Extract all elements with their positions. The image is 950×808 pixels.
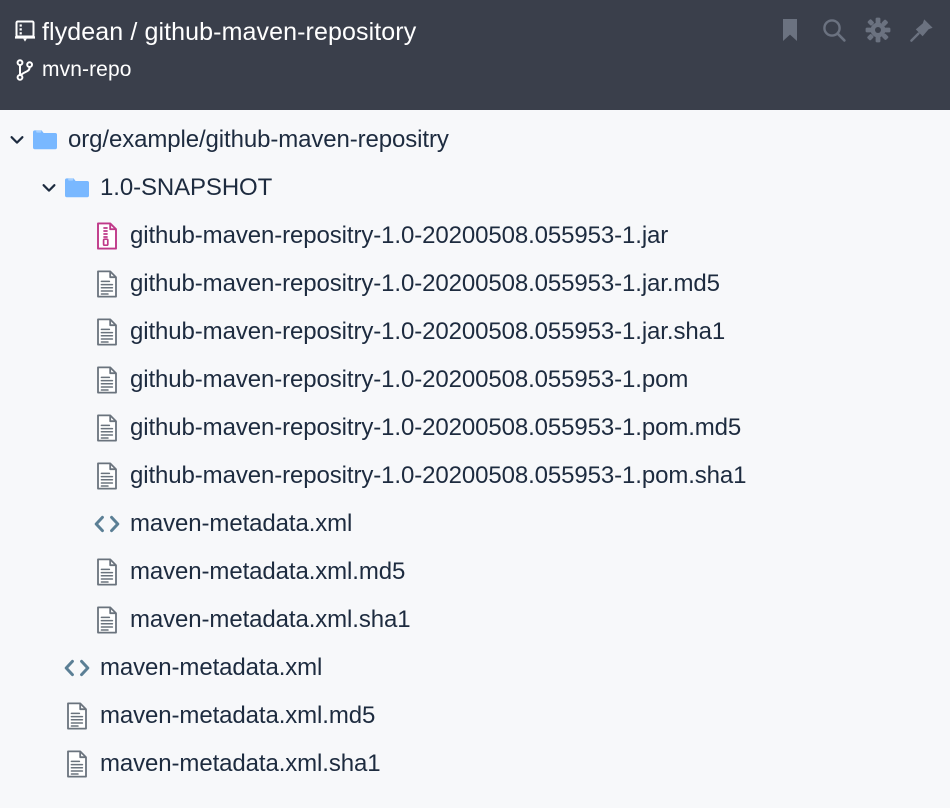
repository-header: flydean / github-maven-repository mvn-re… <box>0 0 950 110</box>
tree-file-label[interactable]: maven-metadata.xml.md5 <box>100 702 376 729</box>
pin-icon[interactable] <box>908 16 936 44</box>
document-file-icon <box>92 557 122 587</box>
branch-row: mvn-repo <box>0 52 950 88</box>
code-file-icon <box>92 509 122 539</box>
tree-file-label[interactable]: github-maven-repositry-1.0-20200508.0559… <box>130 414 742 441</box>
tree-file-label[interactable]: maven-metadata.xml <box>100 654 323 681</box>
git-branch-icon <box>8 58 42 82</box>
chevron-down-icon[interactable] <box>36 175 62 201</box>
tree-row-spacer <box>66 511 92 537</box>
document-file-icon <box>92 317 122 347</box>
document-file-icon <box>92 461 122 491</box>
tree-row-spacer <box>66 415 92 441</box>
folder-icon <box>62 173 92 203</box>
tree-file-label[interactable]: github-maven-repositry-1.0-20200508.0559… <box>130 366 689 393</box>
code-file-icon <box>62 653 92 683</box>
tree-row[interactable]: maven-metadata.xml <box>0 500 950 548</box>
tree-row[interactable]: org/example/github-maven-repositry <box>0 116 950 164</box>
tree-row-spacer <box>36 655 62 681</box>
tree-row-spacer <box>36 751 62 777</box>
tree-file-label[interactable]: maven-metadata.xml.md5 <box>130 558 406 585</box>
search-icon[interactable] <box>820 16 848 44</box>
document-file-icon <box>92 269 122 299</box>
tree-row-spacer <box>66 463 92 489</box>
document-file-icon <box>92 605 122 635</box>
tree-row-spacer <box>66 607 92 633</box>
document-file-icon <box>62 701 92 731</box>
tree-row-spacer <box>66 319 92 345</box>
header-actions <box>776 16 936 44</box>
tree-row[interactable]: 1.0-SNAPSHOT <box>0 164 950 212</box>
tree-row[interactable]: maven-metadata.xml.md5 <box>0 692 950 740</box>
tree-row[interactable]: github-maven-repositry-1.0-20200508.0559… <box>0 260 950 308</box>
folder-icon <box>30 125 60 155</box>
gear-icon[interactable] <box>864 16 892 44</box>
tree-file-label[interactable]: github-maven-repositry-1.0-20200508.0559… <box>130 270 720 297</box>
tree-row[interactable]: github-maven-repositry-1.0-20200508.0559… <box>0 356 950 404</box>
tree-row[interactable]: github-maven-repositry-1.0-20200508.0559… <box>0 452 950 500</box>
tree-row-spacer <box>66 271 92 297</box>
tree-file-label[interactable]: maven-metadata.xml.sha1 <box>130 606 411 633</box>
bookmark-icon[interactable] <box>776 16 804 44</box>
tree-row-spacer <box>66 367 92 393</box>
tree-folder-label[interactable]: 1.0-SNAPSHOT <box>100 174 273 201</box>
document-file-icon <box>62 749 92 779</box>
repo-book-icon <box>8 20 42 44</box>
tree-file-label[interactable]: maven-metadata.xml <box>130 510 353 537</box>
tree-folder-label[interactable]: org/example/github-maven-repositry <box>68 126 449 153</box>
archive-file-icon <box>92 221 122 251</box>
tree-row[interactable]: github-maven-repositry-1.0-20200508.0559… <box>0 212 950 260</box>
file-tree: org/example/github-maven-repositry 1.0-SN… <box>0 110 950 788</box>
tree-row[interactable]: github-maven-repositry-1.0-20200508.0559… <box>0 308 950 356</box>
tree-row[interactable]: maven-metadata.xml <box>0 644 950 692</box>
tree-file-label[interactable]: maven-metadata.xml.sha1 <box>100 750 381 777</box>
tree-row-spacer <box>66 223 92 249</box>
repository-title-row: flydean / github-maven-repository <box>0 12 950 52</box>
tree-file-label[interactable]: github-maven-repositry-1.0-20200508.0559… <box>130 222 669 249</box>
tree-row[interactable]: maven-metadata.xml.sha1 <box>0 596 950 644</box>
tree-row[interactable]: maven-metadata.xml.sha1 <box>0 740 950 788</box>
document-file-icon <box>92 365 122 395</box>
chevron-down-icon[interactable] <box>4 127 30 153</box>
document-file-icon <box>92 413 122 443</box>
tree-row[interactable]: maven-metadata.xml.md5 <box>0 548 950 596</box>
branch-name[interactable]: mvn-repo <box>42 58 132 81</box>
tree-file-label[interactable]: github-maven-repositry-1.0-20200508.0559… <box>130 318 726 345</box>
tree-row-spacer <box>66 559 92 585</box>
tree-file-label[interactable]: github-maven-repositry-1.0-20200508.0559… <box>130 462 747 489</box>
tree-row[interactable]: github-maven-repositry-1.0-20200508.0559… <box>0 404 950 452</box>
repository-full-name[interactable]: flydean / github-maven-repository <box>42 18 417 46</box>
tree-row-spacer <box>36 703 62 729</box>
